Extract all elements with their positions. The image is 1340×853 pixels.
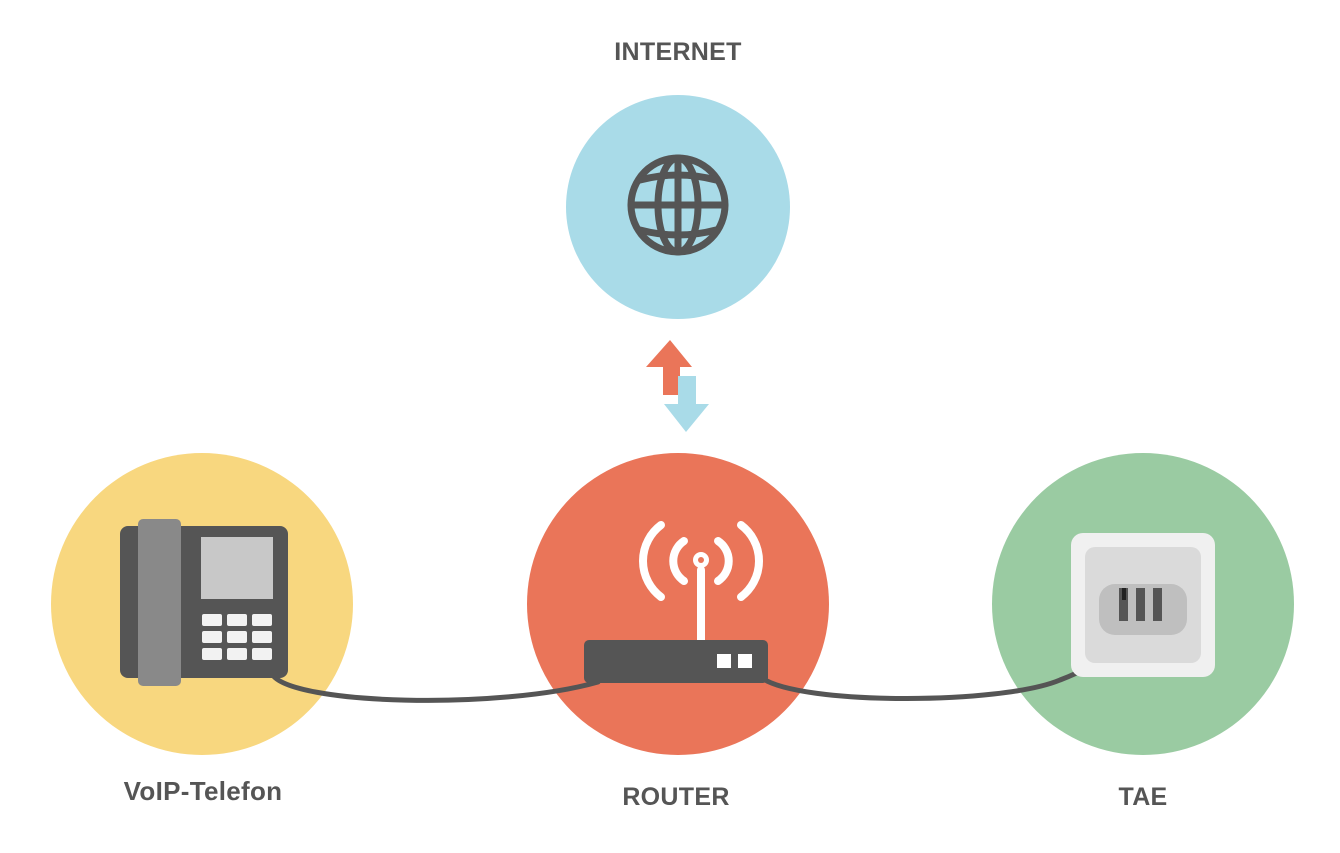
router-node-circle [527, 453, 829, 755]
internet-label: INTERNET [614, 38, 742, 66]
download-arrow-icon [664, 376, 709, 432]
router-label: ROUTER [622, 783, 730, 811]
voip-telefon-label: VoIP-Telefon [123, 776, 283, 806]
phone-router-cable [269, 671, 601, 703]
tae-label: TAE [1118, 783, 1168, 811]
desk-phone-icon [120, 519, 288, 686]
wifi-router-icon [584, 521, 768, 683]
globe-icon [627, 154, 729, 256]
wall-socket-icon [1071, 533, 1215, 677]
upload-arrow-icon [646, 340, 692, 395]
